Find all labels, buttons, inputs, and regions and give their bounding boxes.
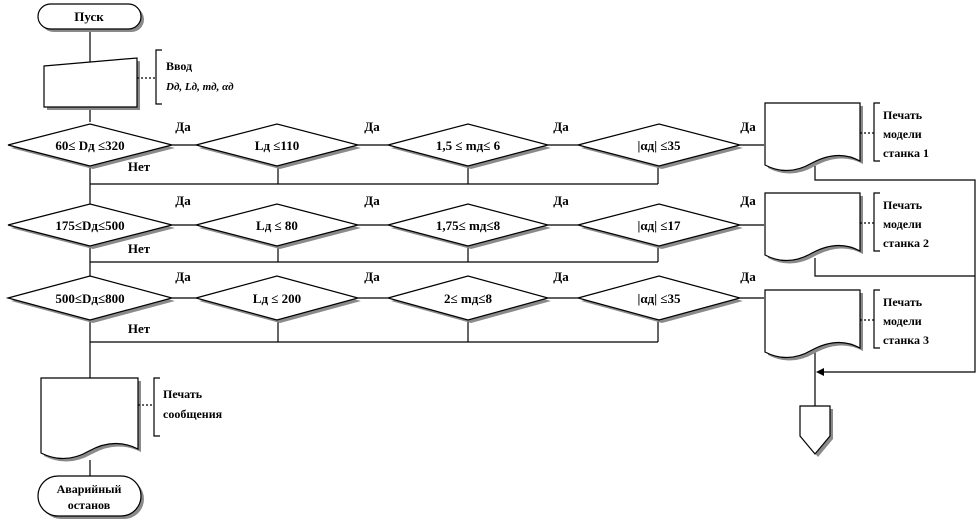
print-model-note-line: Печать bbox=[883, 198, 923, 212]
message-print-block bbox=[40, 377, 141, 462]
yes-label: Да bbox=[553, 269, 569, 284]
print-model-note-line: модели bbox=[883, 314, 922, 328]
decision-condition-label: 175≤Dд≤500 bbox=[55, 218, 124, 233]
yes-label: Да bbox=[740, 193, 756, 208]
start-label: Пуск bbox=[74, 9, 104, 24]
decision-condition-label: |αд| ≤17 bbox=[638, 218, 681, 233]
decision-3-3: 2≤ mд≤8 bbox=[385, 275, 551, 323]
decision-rows: 60≤ Dд ≤320 Lд ≤110 1,5 ≤ mд≤ 6 |αд| ≤35 175… bbox=[5, 123, 743, 323]
yes-label: Да bbox=[364, 193, 380, 208]
decision-2-1: 175≤Dд≤500 bbox=[7, 203, 175, 249]
message-note-line2: сообщения bbox=[163, 407, 223, 421]
decision-2-4: |αд| ≤17 bbox=[575, 203, 743, 249]
decision-condition-label: Lд ≤110 bbox=[255, 138, 299, 153]
yes-label: Да bbox=[553, 193, 569, 208]
decision-2-2: Lд ≤ 80 bbox=[193, 203, 361, 249]
flow-lines bbox=[89, 32, 976, 476]
yes-label: Да bbox=[364, 269, 380, 284]
no-label: Нет bbox=[128, 321, 151, 336]
print-model-note-line: модели bbox=[883, 217, 922, 231]
print-model-note-line: модели bbox=[883, 127, 922, 141]
input-note-line1: Ввод bbox=[166, 59, 192, 73]
message-note: Печать сообщения bbox=[138, 377, 223, 437]
decision-1-2: Lд ≤110 bbox=[193, 123, 361, 169]
decision-3-2: Lд ≤ 200 bbox=[193, 275, 361, 323]
end-label-line1: Аварийный bbox=[57, 482, 122, 496]
yes-label: Да bbox=[364, 119, 380, 134]
decision-condition-label: Lд ≤ 200 bbox=[253, 291, 301, 306]
yes-label: Да bbox=[175, 193, 191, 208]
start-terminator: Пуск bbox=[37, 3, 144, 32]
yes-label: Да bbox=[553, 119, 569, 134]
print-model-note-line: станка 1 bbox=[883, 146, 929, 160]
end-label-line2: останов bbox=[68, 498, 111, 512]
decision-2-3: 1,75≤ mд≤8 bbox=[385, 203, 551, 249]
print-model-note-line: Печать bbox=[883, 295, 923, 309]
decision-1-4: |αд| ≤35 bbox=[575, 123, 743, 169]
input-note: Ввод Dд, Lд, mд, αд bbox=[137, 49, 234, 105]
message-note-line1: Печать bbox=[163, 387, 203, 401]
print-model-blocks: Печать модели станка 1 Печать модели станка 2… bbox=[764, 102, 929, 361]
print-model-note-3: Печать модели станка 3 bbox=[860, 289, 929, 349]
yes-label: Да bbox=[175, 119, 191, 134]
decision-condition-label: |αд| ≤35 bbox=[638, 138, 681, 153]
decision-condition-label: 500≤Dд≤800 bbox=[55, 291, 124, 306]
print-model-note-2: Печать модели станка 2 bbox=[860, 192, 929, 252]
print-model-note-line: Печать bbox=[883, 108, 923, 122]
print-model-note-line: станка 2 bbox=[883, 236, 929, 250]
decision-1-3: 1,5 ≤ mд≤ 6 bbox=[385, 123, 551, 169]
input-note-line2: Dд, Lд, mд, αд bbox=[165, 81, 234, 93]
print-model-2 bbox=[764, 192, 863, 264]
decision-condition-label: 2≤ mд≤8 bbox=[444, 291, 492, 306]
decision-condition-label: 1,75≤ mд≤8 bbox=[436, 218, 501, 233]
decision-condition-label: |αд| ≤35 bbox=[638, 291, 681, 306]
print-model-note-line: станка 3 bbox=[883, 333, 929, 347]
no-label: Нет bbox=[128, 159, 151, 174]
yes-label: Да bbox=[740, 269, 756, 284]
yes-label: Да bbox=[740, 119, 756, 134]
no-label: Нет bbox=[128, 241, 151, 256]
end-terminator: Аварийный останов bbox=[37, 475, 144, 519]
print-model-note-1: Печать модели станка 1 bbox=[860, 102, 929, 162]
yes-label: Да bbox=[175, 269, 191, 284]
decision-1-1: 60≤ Dд ≤320 bbox=[7, 123, 175, 169]
decision-condition-label: 60≤ Dд ≤320 bbox=[55, 138, 124, 153]
decision-3-1: 500≤Dд≤800 bbox=[5, 275, 175, 323]
decision-condition-label: Lд ≤ 80 bbox=[256, 218, 298, 233]
decision-3-4: |αд| ≤35 bbox=[575, 275, 743, 323]
input-block bbox=[43, 57, 140, 110]
decision-condition-label: 1,5 ≤ mд≤ 6 bbox=[436, 138, 501, 153]
print-model-3 bbox=[764, 289, 863, 361]
print-model-1 bbox=[764, 102, 863, 174]
offpage-connector bbox=[799, 405, 833, 457]
